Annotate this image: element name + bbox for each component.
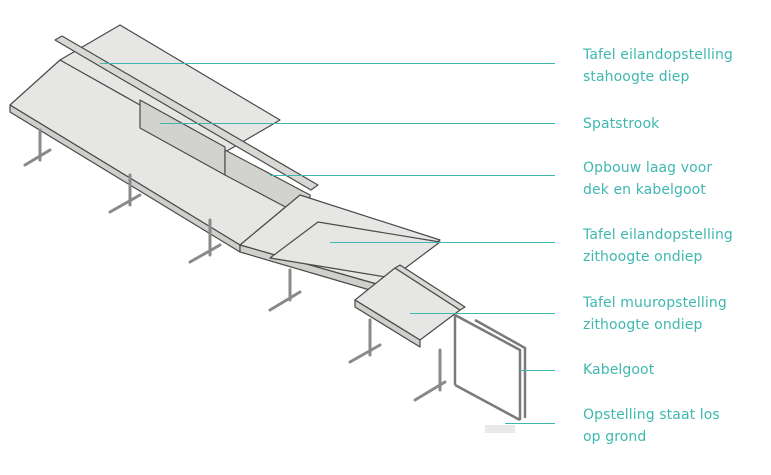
callout-freestanding: Opstelling staat los op grond (583, 404, 768, 448)
splash-strip (54, 35, 319, 191)
leg-1 (23, 128, 52, 167)
callout-line: Kabelgoot (583, 362, 655, 378)
leader-line-7 (505, 423, 555, 424)
wall-back-rail (394, 264, 466, 311)
callout-line: dek en kabelgoot (583, 182, 706, 198)
wall-table-edge (354, 299, 421, 348)
cable-tray-base (454, 383, 521, 422)
callout-island-standing: Tafel eilandopstelling stahoogte diep (583, 44, 768, 88)
callout-line: Tafel eilandopstelling (583, 227, 733, 243)
callout-line: Opbouw laag voor (583, 160, 713, 176)
leg-4 (268, 268, 302, 312)
callout-cable-tray: Kabelgoot (583, 359, 768, 381)
leg-5 (348, 318, 382, 364)
callout-line: zithoogte ondiep (583, 249, 703, 265)
leader-line-3 (270, 175, 555, 176)
leader-line-6 (520, 370, 555, 371)
callout-splash-strip: Spatstrook (583, 113, 768, 135)
callout-wall-table: Tafel muuropstelling zithoogte ondiep (583, 292, 768, 336)
leg-3 (188, 218, 222, 264)
callout-deck-build: Opbouw laag voor dek en kabelgoot (583, 157, 768, 201)
leader-line-2 (160, 123, 555, 124)
callout-line: Opstelling staat los (583, 407, 720, 423)
callout-line: op grond (583, 429, 647, 445)
leg-2 (108, 173, 142, 214)
leader-line-1 (100, 63, 555, 64)
callout-line: zithoogte ondiep (583, 317, 703, 333)
leader-line-5 (410, 313, 555, 314)
callout-line: Tafel eilandopstelling (583, 47, 733, 63)
callout-line: Tafel muuropstelling (583, 295, 727, 311)
leg-6 (413, 348, 447, 402)
callout-island-sitting: Tafel eilandopstelling zithoogte ondiep (583, 224, 768, 268)
callout-line: stahoogte diep (583, 69, 690, 85)
floor-shadow (485, 425, 515, 433)
leader-line-4 (330, 242, 555, 243)
callout-line: Spatstrook (583, 116, 660, 132)
cable-tray (453, 313, 527, 420)
